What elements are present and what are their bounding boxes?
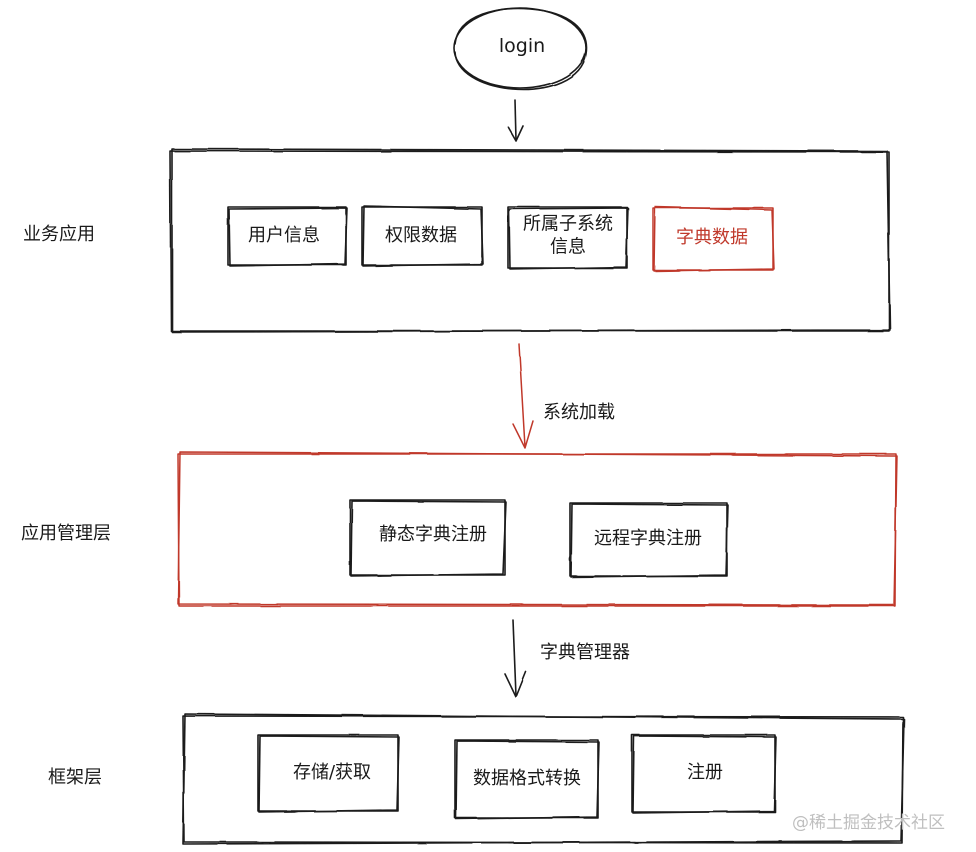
framework-layer-frame (182, 713, 905, 845)
box-register-shape (631, 734, 777, 814)
box-remote-dict-register-label: 远程字典注册 (594, 527, 702, 549)
arrow-dict-manager (504, 619, 527, 698)
box-user-info-shape (227, 206, 348, 267)
box-dictionary-data-shape (652, 206, 775, 272)
business-layer-label: 业务应用 (23, 224, 95, 245)
box-subsystem-info-label: 所属子系统 信息 (523, 213, 613, 258)
box-remote-dict-register-shape (569, 502, 729, 578)
box-subsystem-info-shape (507, 206, 629, 270)
box-store-get-label: 存储/获取 (292, 761, 372, 783)
arrow-login-to-business (507, 99, 524, 142)
box-permission-data-shape (361, 205, 484, 267)
arrow-system-load (512, 343, 534, 449)
app-mgmt-layer-frame (177, 451, 898, 607)
box-data-format-convert-label: 数据格式转换 (473, 767, 581, 789)
business-layer-frame (169, 148, 891, 333)
box-static-dict-register-shape (349, 499, 507, 577)
box-store-get-shape (257, 734, 400, 813)
login-node-shape (453, 7, 588, 91)
box-static-dict-register-label: 静态字典注册 (379, 523, 487, 545)
edge-dict-manager-label: 字典管理器 (540, 642, 630, 663)
edge-system-load-label: 系统加载 (543, 402, 615, 423)
app-mgmt-layer-label: 应用管理层 (21, 523, 111, 544)
box-user-info-label: 用户信息 (248, 224, 320, 246)
framework-layer-label: 框架层 (48, 767, 102, 788)
login-node-label: login (498, 35, 546, 58)
box-data-format-convert-shape (454, 739, 600, 820)
box-permission-data-label: 权限数据 (385, 224, 457, 246)
watermark: @稀土掘金技术社区 (792, 813, 945, 833)
box-dictionary-data-label: 字典数据 (676, 226, 748, 248)
box-register-label: 注册 (687, 761, 723, 783)
